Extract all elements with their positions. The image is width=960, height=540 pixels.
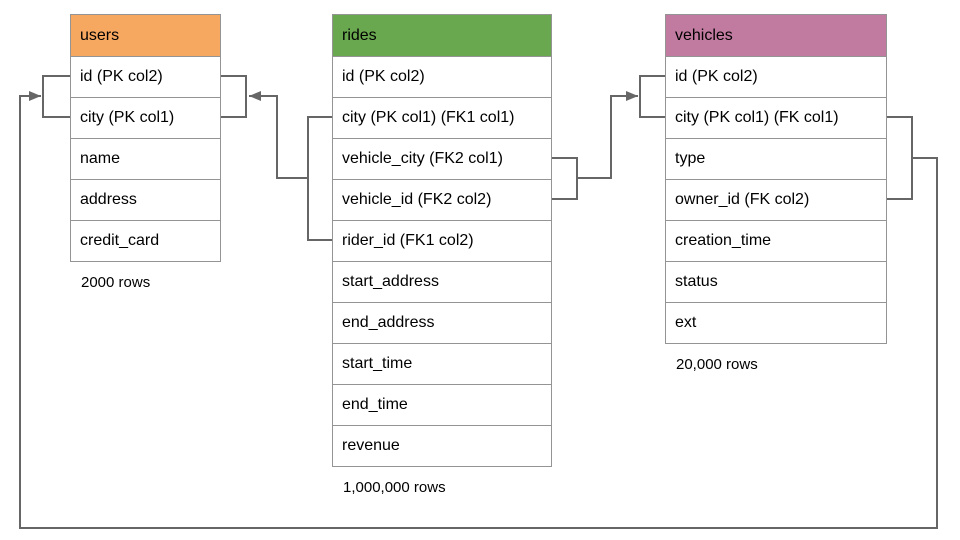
table-rides-column-start-time: start_time [333,343,551,384]
rides-left-bracket [307,116,332,241]
table-vehicles-column-id: id (PK col2) [666,56,886,97]
relationship-rides-vehicles-connector [577,91,638,179]
table-rides-row-count: 1,000,000 rows [343,479,446,496]
table-users-column-address: address [71,179,220,220]
table-vehicles-title: vehicles [666,15,886,56]
table-users-title: users [71,15,220,56]
table-users: users id (PK col2) city (PK col1) name a… [70,14,221,291]
table-rides-column-id: id (PK col2) [333,56,551,97]
table-vehicles: vehicles id (PK col2) city (PK col1) (FK… [665,14,887,373]
table-rides: rides id (PK col2) city (PK col1) (FK1 c… [332,14,552,496]
table-rides-column-vehicle-city: vehicle_city (FK2 col1) [333,138,551,179]
rides-right-bracket [552,157,578,200]
table-rides-column-city: city (PK col1) (FK1 col1) [333,97,551,138]
users-left-bracket [42,75,70,118]
table-rides-column-end-time: end_time [333,384,551,425]
table-users-column-credit-card: credit_card [71,220,220,261]
table-users-column-id: id (PK col2) [71,56,220,97]
table-vehicles-column-type: type [666,138,886,179]
table-rides-box: rides id (PK col2) city (PK col1) (FK1 c… [332,14,552,467]
table-vehicles-row-count: 20,000 rows [676,356,758,373]
table-rides-title: rides [333,15,551,56]
table-vehicles-column-status: status [666,261,886,302]
table-rides-column-vehicle-id: vehicle_id (FK2 col2) [333,179,551,220]
table-vehicles-column-city: city (PK col1) (FK col1) [666,97,886,138]
table-vehicles-column-owner-id: owner_id (FK col2) [666,179,886,220]
table-rides-column-start-address: start_address [333,261,551,302]
vehicles-left-bracket [639,75,665,118]
table-rides-column-end-address: end_address [333,302,551,343]
table-vehicles-box: vehicles id (PK col2) city (PK col1) (FK… [665,14,887,344]
table-users-box: users id (PK col2) city (PK col1) name a… [70,14,221,262]
relationship-rides-users-connector [249,91,308,179]
users-right-bracket [220,75,247,118]
table-users-column-name: name [71,138,220,179]
vehicles-right-bracket [887,116,913,200]
table-users-column-city: city (PK col1) [71,97,220,138]
table-rides-column-rider-id: rider_id (FK1 col2) [333,220,551,261]
table-vehicles-column-creation-time: creation_time [666,220,886,261]
table-rides-column-revenue: revenue [333,425,551,466]
table-users-row-count: 2000 rows [81,274,151,291]
table-vehicles-column-ext: ext [666,302,886,343]
